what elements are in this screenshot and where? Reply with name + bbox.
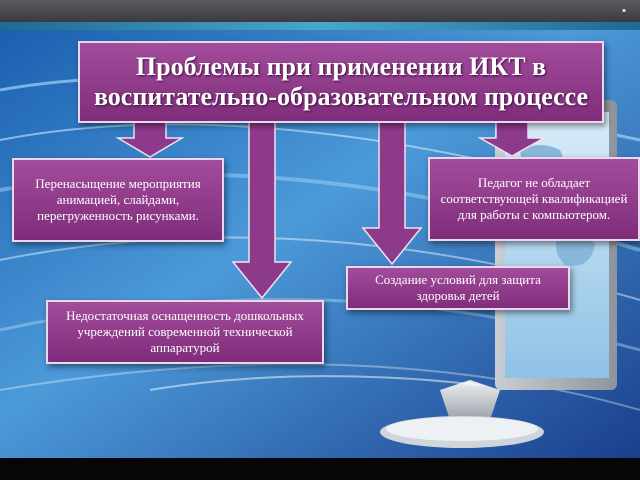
problem-box-equipment: Недостаточная оснащенность дошкольных уч… bbox=[46, 300, 324, 364]
bottom-bar bbox=[0, 458, 640, 480]
arrow-long-center bbox=[361, 121, 423, 266]
slide-title: Проблемы при применении ИКТ в воспитател… bbox=[78, 41, 604, 123]
problem-box-overload: Перенасыщение мероприятия анимацией, сла… bbox=[12, 158, 224, 242]
arrow-down-left bbox=[115, 121, 185, 158]
arrow-down-right bbox=[477, 121, 547, 157]
arrow-long-left bbox=[231, 121, 293, 300]
problem-box-qualification: Педагог не обладает соответствующей квал… bbox=[428, 157, 640, 241]
problem-box-health: Создание условий для защита здоровья дет… bbox=[346, 266, 570, 310]
accent-stripe bbox=[0, 22, 640, 30]
corner-mark-icon: ▪ bbox=[622, 5, 626, 17]
top-bar: ▪ bbox=[0, 0, 640, 22]
